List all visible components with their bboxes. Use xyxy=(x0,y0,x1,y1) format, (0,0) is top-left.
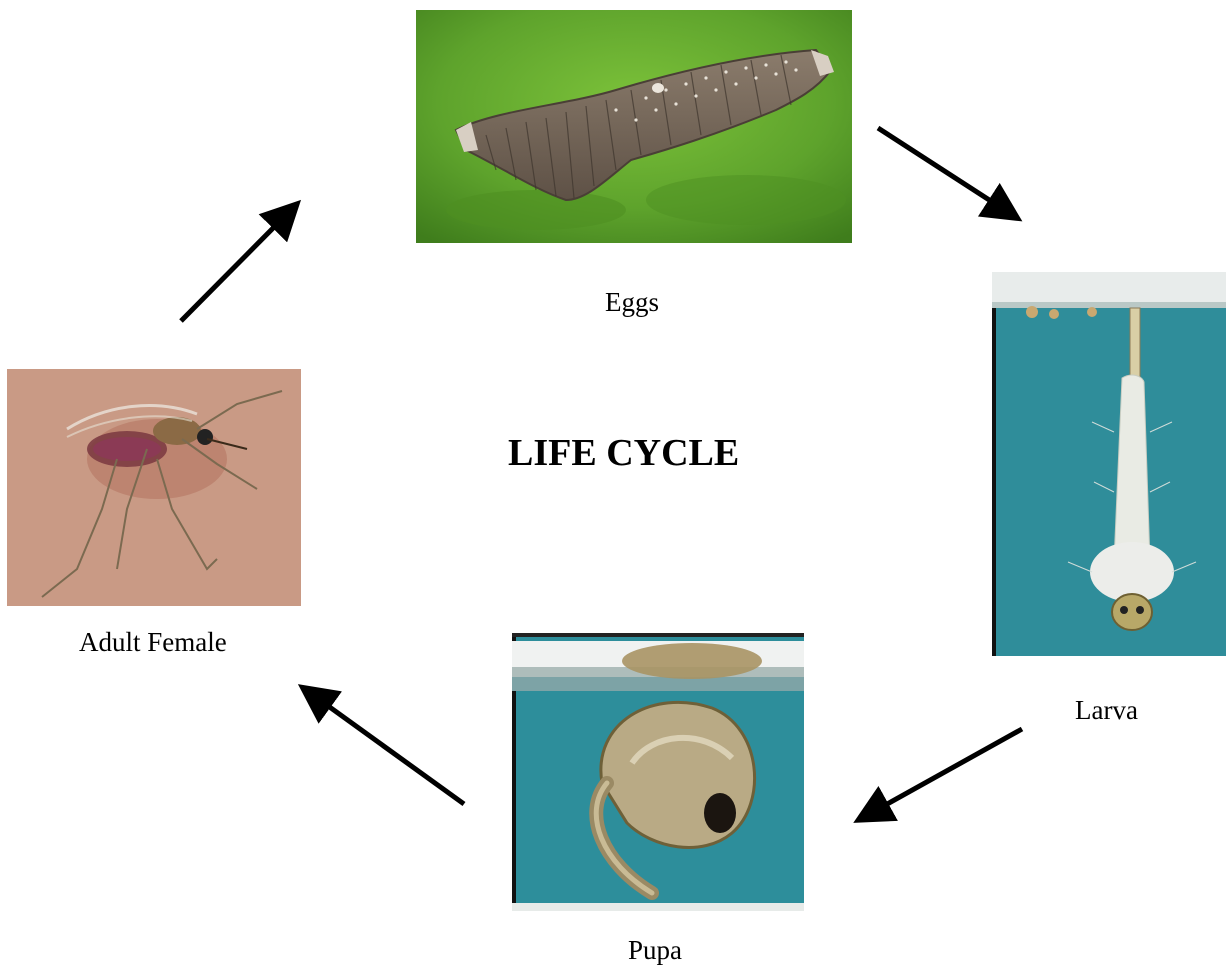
arrow-eggs-to-larva xyxy=(878,128,1014,216)
arrow-pupa-to-adult xyxy=(306,690,464,804)
arrow-larva-to-pupa xyxy=(862,729,1022,818)
arrow-adult-to-eggs xyxy=(181,207,294,321)
